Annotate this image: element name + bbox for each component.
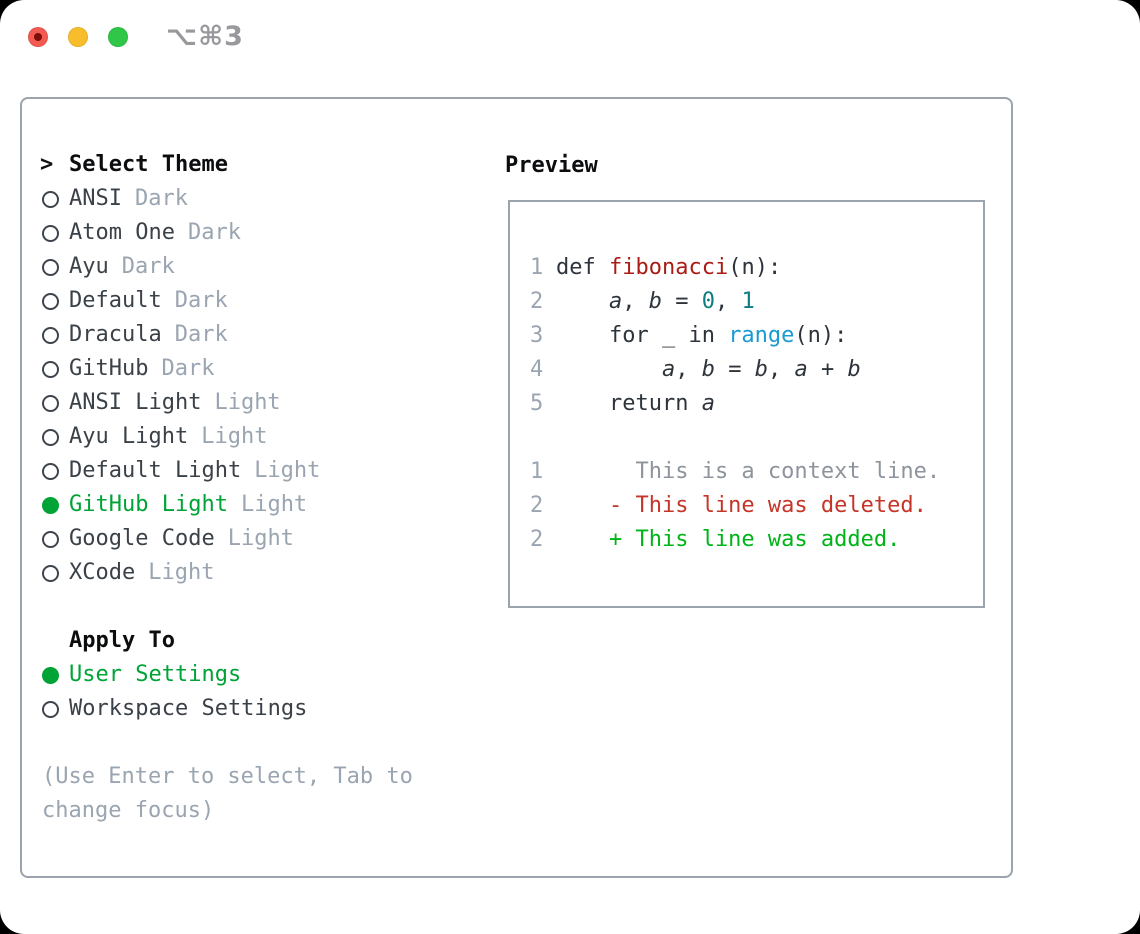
theme-option-google-code[interactable]: Google Code Light bbox=[40, 522, 413, 556]
theme-variant-label: Light bbox=[240, 492, 308, 517]
radio-icon bbox=[42, 428, 59, 446]
theme-option-ansi-light[interactable]: ANSI Light Light bbox=[40, 386, 413, 420]
radio-icon bbox=[42, 700, 59, 718]
theme-option-label: Ayu Light bbox=[69, 424, 189, 449]
spacer bbox=[530, 421, 983, 455]
theme-variant-label: Dark bbox=[161, 356, 215, 381]
hint-row-2: change focus) bbox=[40, 794, 413, 828]
theme-variant-label: Light bbox=[214, 390, 281, 415]
line-number: 1 bbox=[530, 255, 544, 280]
minimize-button[interactable] bbox=[68, 27, 88, 47]
theme-option-label: Atom One bbox=[69, 220, 175, 245]
line-number: 2 bbox=[530, 493, 544, 518]
line-number: 2 bbox=[530, 289, 544, 314]
hint-text: (Use Enter to select, Tab to bbox=[42, 764, 413, 789]
theme-option-default-light[interactable]: Default Light Light bbox=[40, 454, 413, 488]
preview-header: Preview bbox=[505, 153, 598, 178]
theme-option-label: ANSI bbox=[69, 186, 122, 211]
radio-selected-icon bbox=[42, 666, 59, 684]
hint-row-1: (Use Enter to select, Tab to bbox=[40, 760, 413, 794]
preview-pane: 1 def fibonacci(n): 2 a, b = 0, 1 3 for … bbox=[508, 200, 985, 608]
theme-option-ayu-light[interactable]: Ayu Light Light bbox=[40, 420, 413, 454]
theme-option-label: ANSI Light bbox=[69, 390, 202, 415]
theme-option-label: Default Light bbox=[69, 458, 242, 483]
diff-text: This is a context line. bbox=[556, 459, 941, 484]
diff-line-added: 2 + This line was added. bbox=[530, 523, 983, 557]
radio-icon bbox=[42, 564, 59, 582]
code-line: 3 for _ in range(n): bbox=[530, 319, 983, 353]
line-number: 2 bbox=[530, 527, 544, 552]
theme-option-github-dark[interactable]: GitHub Dark bbox=[40, 352, 413, 386]
theme-option-ayu-dark[interactable]: Ayu Dark bbox=[40, 250, 413, 284]
apply-to-header-row: Apply To bbox=[40, 624, 413, 658]
theme-option-label: GitHub Light bbox=[69, 492, 228, 517]
close-dot-icon bbox=[34, 33, 42, 41]
apply-option-user-settings[interactable]: User Settings bbox=[40, 658, 413, 692]
theme-variant-label: Light bbox=[227, 526, 294, 551]
theme-option-label: Dracula bbox=[69, 322, 162, 347]
theme-variant-label: Light bbox=[254, 458, 321, 483]
theme-option-ansi-dark[interactable]: ANSI Dark bbox=[40, 182, 413, 216]
theme-option-atom-one-dark[interactable]: Atom One Dark bbox=[40, 216, 413, 250]
radio-selected-icon bbox=[42, 496, 59, 514]
theme-option-label: Default bbox=[69, 288, 162, 313]
select-theme-header: Select Theme bbox=[69, 152, 228, 177]
cursor-icon: > bbox=[40, 152, 54, 177]
radio-icon bbox=[42, 530, 59, 548]
diff-text: - This line was deleted. bbox=[556, 493, 927, 518]
close-button[interactable] bbox=[28, 27, 48, 47]
theme-variant-label: Light bbox=[201, 424, 268, 449]
theme-variant-label: Dark bbox=[174, 322, 228, 347]
theme-option-xcode[interactable]: XCode Light bbox=[40, 556, 413, 590]
theme-option-label: XCode bbox=[69, 560, 136, 585]
theme-list: > Select Theme ANSI Dark Atom One Dark A… bbox=[40, 148, 413, 828]
code-line: 1 def fibonacci(n): bbox=[530, 251, 983, 285]
apply-option-label: Workspace Settings bbox=[69, 696, 308, 721]
theme-option-label: GitHub bbox=[69, 356, 149, 381]
radio-icon bbox=[42, 326, 59, 344]
theme-option-label: Ayu bbox=[69, 254, 109, 279]
line-number: 3 bbox=[530, 323, 544, 348]
maximize-button[interactable] bbox=[108, 27, 128, 47]
radio-icon bbox=[42, 360, 59, 378]
theme-option-default-dark[interactable]: Default Dark bbox=[40, 284, 413, 318]
theme-picker-panel: > Select Theme ANSI Dark Atom One Dark A… bbox=[20, 97, 1013, 878]
radio-icon bbox=[42, 462, 59, 480]
theme-option-label: Google Code bbox=[69, 526, 215, 551]
code-line: 4 a, b = b, a + b bbox=[530, 353, 983, 387]
radio-icon bbox=[42, 394, 59, 412]
code-line: 2 a, b = 0, 1 bbox=[530, 285, 983, 319]
radio-icon bbox=[42, 224, 59, 242]
theme-variant-label: Dark bbox=[121, 254, 175, 279]
line-number: 1 bbox=[530, 459, 544, 484]
theme-variant-label: Light bbox=[148, 560, 215, 585]
window-title: ⌥⌘3 bbox=[166, 21, 244, 52]
theme-variant-label: Dark bbox=[187, 220, 241, 245]
apply-option-workspace-settings[interactable]: Workspace Settings bbox=[40, 692, 413, 726]
spacer bbox=[40, 726, 413, 760]
radio-icon bbox=[42, 292, 59, 310]
spacer bbox=[40, 590, 413, 624]
theme-variant-label: Dark bbox=[174, 288, 228, 313]
apply-option-label: User Settings bbox=[69, 662, 242, 687]
line-number: 5 bbox=[530, 391, 544, 416]
hint-text: change focus) bbox=[42, 798, 215, 823]
theme-variant-label: Dark bbox=[134, 186, 188, 211]
theme-option-dracula-dark[interactable]: Dracula Dark bbox=[40, 318, 413, 352]
line-number: 4 bbox=[530, 357, 544, 382]
radio-icon bbox=[42, 258, 59, 276]
titlebar: ⌥⌘3 bbox=[28, 21, 244, 52]
diff-text: + This line was added. bbox=[556, 527, 901, 552]
radio-icon bbox=[42, 190, 59, 208]
theme-option-github-light[interactable]: GitHub Light Light bbox=[40, 488, 413, 522]
code-line: 5 return a bbox=[530, 387, 983, 421]
select-theme-header-row: > Select Theme bbox=[40, 148, 413, 182]
diff-line-context: 1 This is a context line. bbox=[530, 455, 983, 489]
diff-line-deleted: 2 - This line was deleted. bbox=[530, 489, 983, 523]
apply-to-header: Apply To bbox=[69, 628, 175, 653]
